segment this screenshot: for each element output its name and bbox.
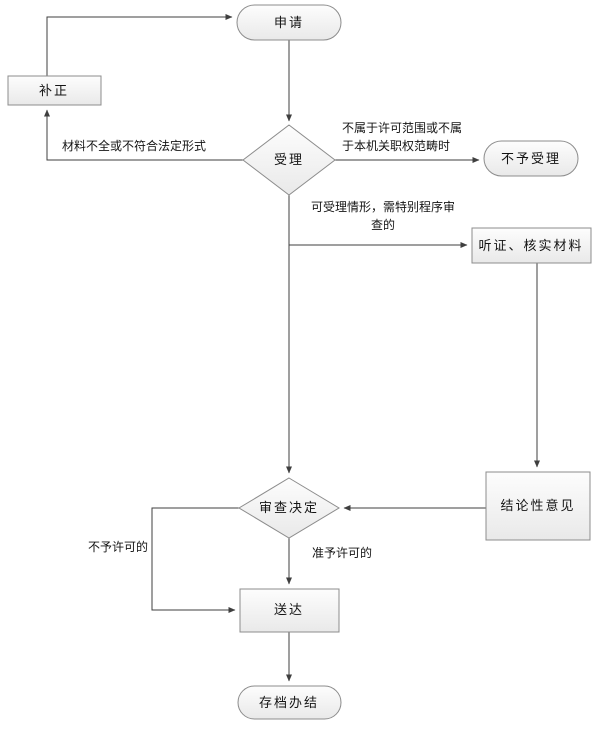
- supplement-label: 补正: [39, 84, 69, 99]
- label-out-of-scope-line1: 不属于许可范围或不属: [342, 121, 462, 135]
- apply-label: 申请: [274, 16, 304, 31]
- node-accept-decision-diamond: 受理: [242, 124, 336, 196]
- edge-decision-notpermit-to-delivery: [151, 507, 239, 613]
- accept-label: 受理: [274, 153, 304, 168]
- node-delivery: 送达: [239, 588, 340, 633]
- delivery-label: 送达: [274, 603, 304, 618]
- archive-terminator-shape: [237, 685, 342, 720]
- node-review-decision-diamond: 审查决定: [238, 477, 340, 539]
- not-accept-label: 不予受理: [501, 152, 561, 167]
- node-archive: 存档办结: [237, 685, 342, 720]
- conclusion-label: 结论性意见: [500, 498, 575, 514]
- label-not-permitted: 不予许可的: [88, 539, 148, 554]
- supplement-process-shape: [7, 75, 102, 106]
- node-conclusion: 结论性意见: [485, 471, 591, 541]
- flowchart-edges: [44, 14, 540, 682]
- apply-terminator-shape: [236, 4, 342, 41]
- flowchart-edge-labels: 材料不全或不符合法定形式 不属于许可范围或不属 于本机关职权范畴时 可受理情形，…: [62, 121, 462, 560]
- delivery-process-shape: [239, 588, 340, 633]
- edge-supplement-to-apply: [46, 14, 233, 76]
- hearing-label: 听证、核实材料: [478, 239, 583, 254]
- conclusion-process-shape: [485, 471, 591, 541]
- node-hearing: 听证、核实材料: [471, 227, 592, 264]
- label-out-of-scope-line2: 于本机关职权范畴时: [342, 139, 450, 153]
- label-permitted: 准予许可的: [312, 545, 372, 560]
- node-apply: 申请: [236, 4, 342, 41]
- label-incomplete-materials: 材料不全或不符合法定形式: [62, 138, 206, 153]
- edge-accept-to-supplement: [44, 109, 243, 161]
- label-special-procedure-line2: 查的: [371, 217, 395, 232]
- decision-diamond-shape: [238, 477, 340, 539]
- accept-diamond-shape: [242, 124, 336, 196]
- decision-label: 审查决定: [259, 501, 319, 516]
- hearing-process-shape: [471, 227, 592, 264]
- not-accept-terminator-shape: [483, 140, 579, 177]
- archive-label: 存档办结: [259, 696, 319, 711]
- node-not-accept: 不予受理: [483, 140, 579, 177]
- label-special-procedure-line1: 可受理情形，需特别程序审: [311, 199, 455, 214]
- node-supplement: 补正: [7, 75, 102, 106]
